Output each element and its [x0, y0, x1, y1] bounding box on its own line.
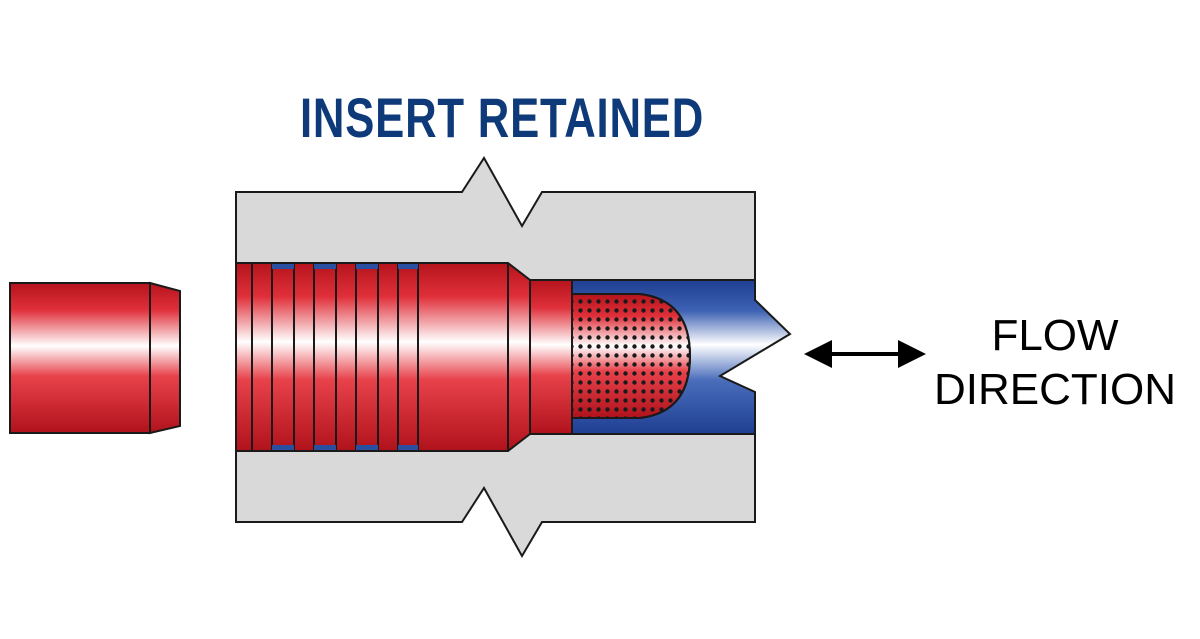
flow-label-line2: DIRECTION: [934, 365, 1176, 414]
installed-insert: [235, 262, 573, 452]
perforated-screen: [571, 293, 692, 419]
diagram-title: INSERT RETAINED: [300, 86, 705, 149]
flow-label-line1: FLOW: [991, 311, 1119, 360]
housing-bottom: [235, 433, 756, 559]
loose-sleeve: [9, 281, 181, 435]
housing-top: [235, 156, 756, 281]
double-arrow-icon: [804, 340, 926, 368]
